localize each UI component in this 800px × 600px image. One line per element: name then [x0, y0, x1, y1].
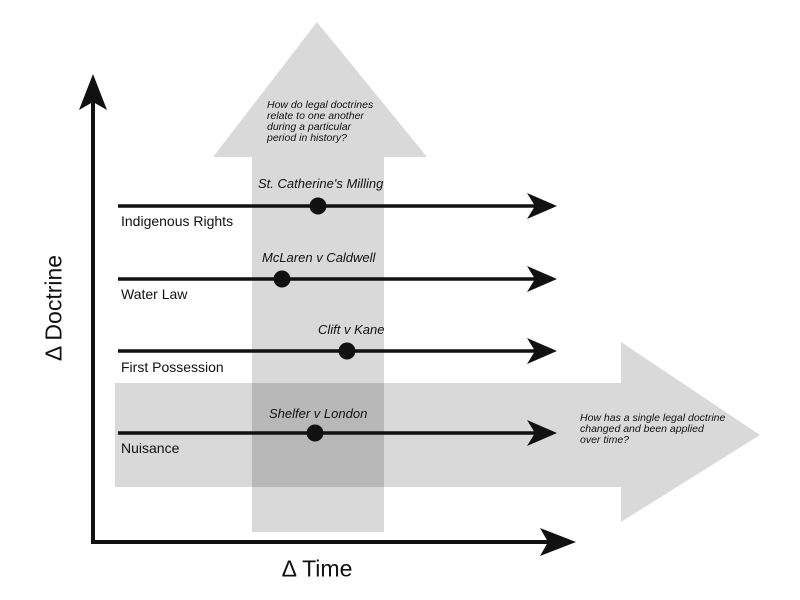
timeline-arrowhead-icon [527, 266, 557, 292]
case-dot [306, 424, 324, 442]
vertical-question-arrow-shape [213, 22, 427, 532]
case-dot [309, 197, 327, 215]
timeline-nuisance [118, 420, 557, 446]
x-axis [91, 528, 576, 556]
horizontal-question-text: How has a single legal doctrine changed … [580, 412, 726, 446]
x-axis-label: Δ Time [281, 555, 353, 582]
y-axis-arrowhead-icon [79, 74, 107, 110]
case-dot [338, 342, 356, 360]
x-axis-arrowhead-icon [540, 528, 576, 556]
case-dot [273, 270, 291, 288]
y-axis [79, 74, 107, 544]
doctrine-label-first-possession: First Possession [121, 359, 224, 375]
case-label-mclaren-v-caldwell: McLaren v Caldwell [262, 250, 376, 265]
case-label-st-catherines-milling: St. Catherine's Milling [258, 176, 384, 191]
doctrine-label-nuisance: Nuisance [121, 440, 180, 456]
vertical-question-text: How do legal doctrines relate to one ano… [267, 99, 374, 144]
timeline-indigenous-rights [118, 193, 557, 219]
timeline-arrowhead-icon [527, 420, 557, 446]
doctrine-label-indigenous-rights: Indigenous Rights [121, 213, 234, 229]
timeline-first-possession [118, 338, 557, 364]
y-axis-label: Δ Doctrine [40, 254, 67, 362]
timeline-water-law [118, 266, 557, 292]
case-label-shelfer-v-london: Shelfer v London [269, 406, 368, 421]
case-label-clift-v-kane: Clift v Kane [318, 322, 385, 337]
doctrine-label-water-law: Water Law [121, 286, 188, 302]
timeline-arrowhead-icon [527, 193, 557, 219]
timeline-arrowhead-icon [527, 338, 557, 364]
